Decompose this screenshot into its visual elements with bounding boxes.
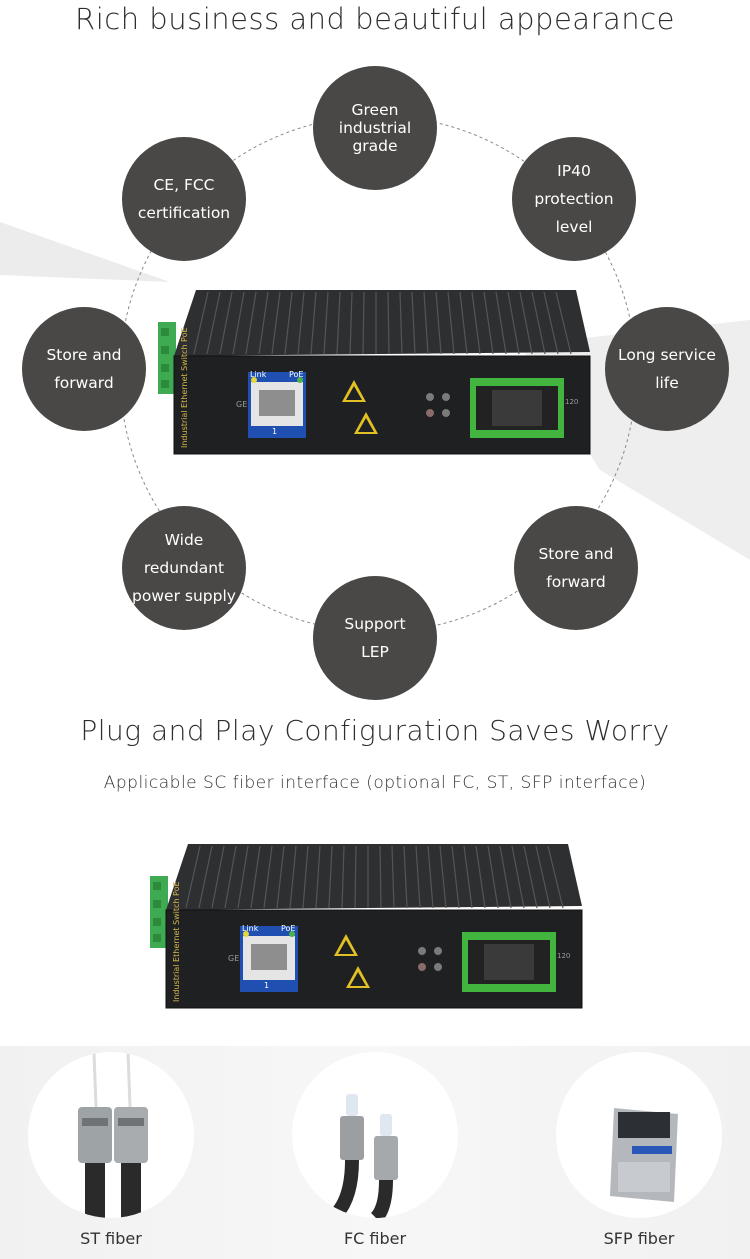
switch-device-bottom: Industrial Ethernet Switch PoE Link PoE … xyxy=(150,840,590,1016)
port-number: 1 xyxy=(272,427,278,436)
fc-fiber-image xyxy=(292,1052,458,1218)
feature-redundant-power: Wide redundant power supply xyxy=(122,506,246,630)
section-title: Rich business and beautiful appearance xyxy=(75,2,675,36)
switch-device-top: Industrial Ethernet Switch PoE Link PoE … xyxy=(158,286,598,462)
device-side-label: Industrial Ethernet Switch PoE xyxy=(180,327,189,448)
device-side-label: Industrial Ethernet Switch PoE xyxy=(172,881,181,1002)
section2-title: Plug and Play Configuration Saves Worry xyxy=(80,714,670,747)
fiber-port-id: 120 xyxy=(565,398,579,406)
feature-ce-fcc: CE, FCC certification xyxy=(122,137,246,261)
feature-green-grade: Green industrial grade xyxy=(313,66,437,190)
port-poe-label: PoE xyxy=(281,924,296,933)
feature-support-lep: Support LEP xyxy=(313,576,437,700)
st-fiber-image xyxy=(28,1052,194,1218)
port-link-label: Link xyxy=(242,924,259,933)
fc-fiber-label: FC fiber xyxy=(343,1229,407,1248)
port-ge-label: GE xyxy=(236,400,248,409)
feature-store-forward-left: Store and forward xyxy=(22,307,146,431)
port-link-label: Link xyxy=(250,370,267,379)
fiber-port-id: 120 xyxy=(557,952,571,960)
feature-ip40: IP40 protection level xyxy=(512,137,636,261)
sfp-fiber-image xyxy=(556,1052,722,1218)
feature-long-service-life: Long service life xyxy=(605,307,729,431)
port-poe-label: PoE xyxy=(289,370,304,379)
st-fiber-label: ST fiber xyxy=(80,1229,142,1248)
port-number: 1 xyxy=(264,981,270,990)
feature-store-forward-right: Store and forward xyxy=(514,506,638,630)
sfp-fiber-label: SFP fiber xyxy=(603,1229,675,1248)
port-ge-label: GE xyxy=(228,954,240,963)
section2-subtitle: Applicable SC fiber interface (optional … xyxy=(103,773,647,793)
